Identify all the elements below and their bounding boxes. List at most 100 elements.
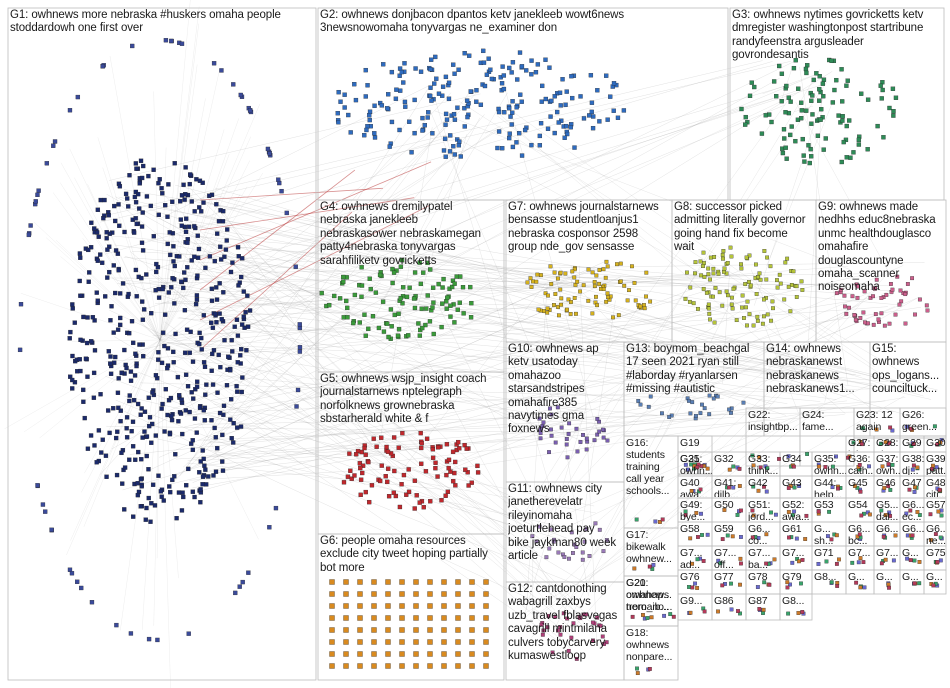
edge [167, 341, 584, 412]
node-small-g76 [693, 581, 697, 586]
node-g8 [744, 305, 748, 310]
node-g1 [77, 357, 82, 362]
node-g5 [386, 494, 392, 499]
node-g3 [759, 131, 765, 136]
node-small-g50 [735, 513, 740, 517]
node-g1 [148, 519, 153, 524]
node-g9 [874, 277, 879, 282]
node-g1 [101, 216, 106, 221]
edge [205, 417, 735, 456]
edge [210, 290, 707, 439]
node-g12 [602, 642, 606, 646]
node-g6 [343, 579, 349, 585]
node-g9 [876, 317, 881, 322]
node-g2 [478, 102, 484, 107]
node-g1 [186, 466, 191, 472]
edge [154, 275, 538, 554]
edge [109, 309, 529, 505]
node-g10 [549, 412, 554, 417]
node-g6 [371, 591, 377, 597]
group-label-g67: G7... ad... [680, 547, 703, 569]
node-g11 [547, 546, 552, 551]
edge [824, 381, 830, 403]
node-g1-outer [247, 108, 253, 113]
node-g3 [890, 86, 896, 91]
edge [527, 411, 803, 623]
node-small-g34 [791, 464, 796, 469]
node-g1-outer [233, 590, 238, 596]
node-g5 [384, 444, 389, 450]
node-g1 [165, 346, 171, 351]
node-g4 [454, 274, 459, 279]
node-small-g43 [792, 485, 797, 490]
node-g4 [376, 325, 382, 331]
node-g9 [903, 292, 908, 297]
node-g6 [483, 651, 489, 657]
node-g7 [549, 282, 554, 286]
node-g7 [552, 303, 556, 307]
edge [503, 85, 597, 429]
node-small-g86 [738, 611, 742, 616]
edge-g1 [159, 6, 200, 341]
edge [781, 67, 793, 99]
node-g1 [190, 489, 196, 494]
node-g2 [372, 103, 377, 108]
node-small-g61 [787, 535, 791, 540]
node-g8 [696, 306, 700, 311]
node-g7 [572, 267, 577, 272]
node-g1 [168, 395, 174, 401]
node-g1 [135, 492, 141, 498]
node-g7 [594, 273, 599, 278]
node-g2 [365, 124, 370, 129]
node-small-g71 [837, 557, 841, 562]
node-small-g45 [858, 489, 863, 494]
edge [497, 115, 871, 409]
node-g4 [420, 325, 425, 331]
node-g5 [396, 445, 401, 450]
group-label-g38: G38: dj... [902, 453, 924, 475]
node-g2 [413, 66, 418, 71]
node-g7 [615, 262, 619, 267]
group-label-g80: G8... [814, 571, 837, 583]
node-small-g50 [739, 508, 743, 513]
edge [526, 285, 548, 611]
node-g3 [791, 65, 797, 71]
node-g12 [584, 612, 588, 617]
node-g4 [345, 315, 350, 320]
node-g6 [455, 579, 461, 585]
node-g3 [845, 78, 850, 83]
node-g1 [70, 306, 75, 311]
group-label-g20: G20: owhnews nero_ib... [626, 577, 670, 613]
node-g1 [139, 406, 144, 411]
group-label-g53: G53 [814, 499, 834, 511]
node-g2 [615, 115, 621, 120]
node-g1 [126, 291, 131, 297]
node-small-g81 [854, 580, 859, 585]
node-g7 [569, 300, 573, 304]
edge [118, 196, 898, 383]
node-g3 [804, 108, 809, 113]
node-g2 [556, 120, 561, 125]
group-label-g1: G1: owhnews more nebraska #huskers omaha… [10, 9, 281, 35]
node-g2 [432, 81, 437, 86]
node-small-g71 [824, 559, 829, 564]
node-g3 [840, 99, 845, 104]
edge [204, 266, 707, 387]
node-g11 [567, 556, 571, 561]
node-g3 [809, 121, 814, 126]
node-g1 [223, 247, 229, 252]
node-g2 [486, 56, 491, 61]
node-g2 [500, 64, 505, 69]
node-g9 [862, 289, 867, 294]
node-g5 [379, 435, 384, 440]
node-g2 [605, 117, 610, 122]
node-g7 [616, 313, 621, 318]
node-g8 [782, 297, 787, 302]
node-g1 [190, 359, 196, 364]
node-g1 [238, 353, 243, 358]
edge [219, 245, 753, 286]
node-g4 [373, 290, 379, 295]
node-g1 [112, 203, 117, 209]
edge [523, 390, 771, 620]
node-small-g31 [685, 467, 690, 472]
